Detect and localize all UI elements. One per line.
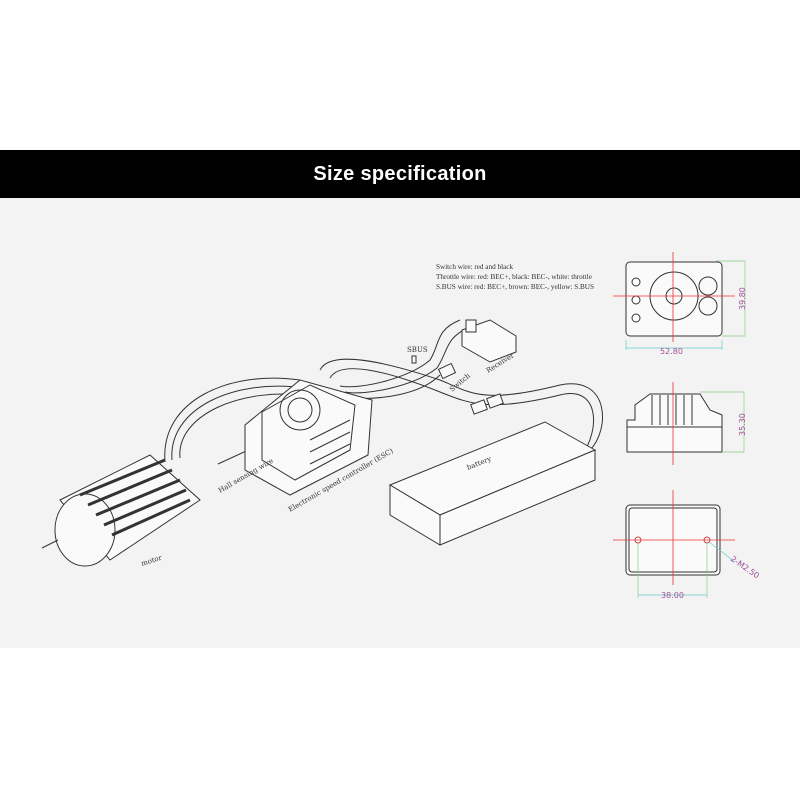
- wires: [164, 319, 603, 465]
- sbus-wire-note: S.BUS wire: red: BEC+, brown: BEC-, yell…: [436, 283, 594, 291]
- esc-side-view: [626, 382, 745, 465]
- height-dimension: 39.80: [738, 287, 747, 310]
- sbus-connector: [411, 355, 417, 364]
- hole-spacing-dimension: 38.00: [661, 591, 684, 600]
- width-dimension: 52.80: [660, 347, 683, 356]
- hole-spec-dimension: 2-M2.50: [729, 554, 761, 580]
- switch-wire-note: Switch wire: red and black: [436, 263, 514, 271]
- esc-bottom-view: [613, 490, 736, 598]
- switch: [437, 362, 457, 380]
- side-height-dimension: 35.30: [738, 413, 747, 436]
- title-banner: Size specification: [0, 150, 800, 198]
- esc-connector: [486, 393, 504, 409]
- receiver: [461, 319, 517, 363]
- esc-top-view: [613, 252, 746, 350]
- motor: [41, 454, 201, 567]
- motor-label: motor: [140, 554, 163, 568]
- page-title: Size specification: [313, 162, 487, 185]
- battery-connector: [470, 399, 488, 415]
- battery: [388, 421, 597, 546]
- throttle-wire-note: Throttle wire: red: BEC+, black: BEC-, w…: [436, 273, 592, 281]
- sbus-label: SBUS: [407, 346, 428, 354]
- esc: [244, 379, 373, 496]
